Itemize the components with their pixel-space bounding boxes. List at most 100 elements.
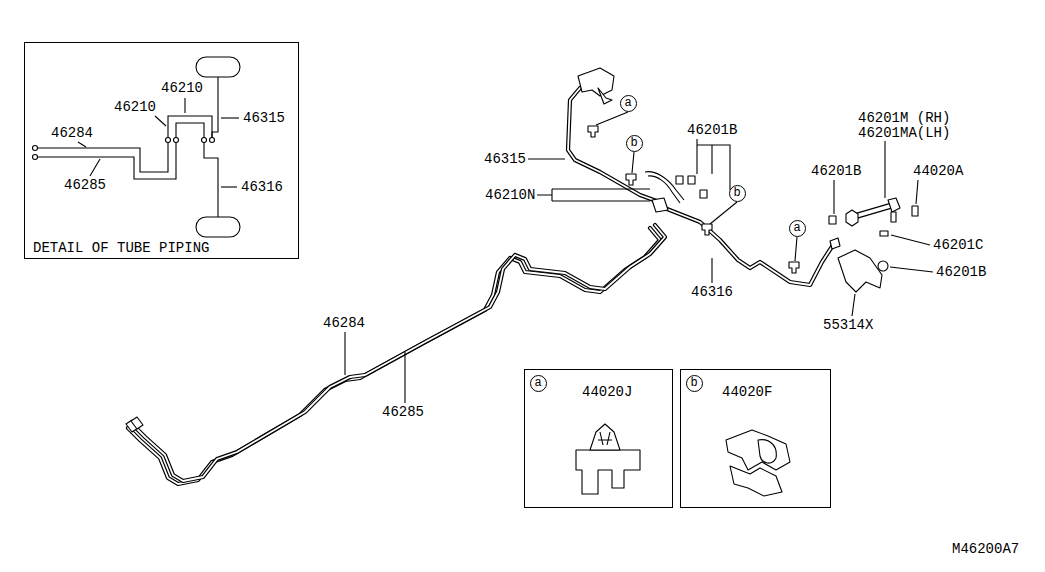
tube-outline: [128, 228, 660, 484]
part-number: 46201B: [810, 164, 862, 178]
tube-46315: [568, 88, 662, 203]
tube-line: [168, 116, 212, 140]
part-number: 46316: [690, 285, 734, 299]
junction-block: [652, 198, 668, 212]
leader-line: [221, 117, 239, 118]
main-tubes: [126, 68, 840, 484]
bracket-symbol: [578, 68, 614, 96]
leader-line: [221, 186, 237, 187]
clip-44020j-drawing: [576, 424, 640, 494]
clip-symbol: [789, 262, 799, 273]
part-number: 44020A: [912, 164, 964, 178]
brake-hose: [856, 206, 890, 216]
bracket-symbol: [598, 88, 612, 104]
leader-line: [344, 332, 345, 375]
tube-46284: [128, 228, 660, 484]
part-number: 46210: [160, 81, 204, 95]
tube-line: [176, 123, 204, 140]
clip-body: [726, 430, 790, 470]
tube-line: [204, 140, 218, 217]
tube-outline: [568, 88, 662, 203]
clip-symbol: [588, 126, 598, 137]
connector-dot: [166, 138, 171, 143]
tube-outline: [133, 225, 665, 481]
leader-line: [78, 142, 86, 147]
connector-dot: [210, 138, 215, 143]
tube-core: [133, 225, 665, 481]
leader-line: [596, 112, 628, 125]
washer-symbol: [878, 261, 888, 271]
leader-line: [184, 98, 185, 113]
tube-nut: [131, 417, 143, 429]
part-number: 55314X: [822, 318, 874, 332]
tube-end: [33, 155, 38, 160]
tube-core: [662, 207, 833, 285]
callout-circle: b: [686, 375, 703, 392]
clip-symbol: [688, 176, 695, 184]
part-number: 46315: [483, 152, 527, 166]
clip-symbol: [829, 216, 836, 224]
callout-circle: a: [620, 95, 637, 112]
callout-letter: a: [534, 377, 541, 390]
tube-46316: [662, 207, 833, 285]
callout-letter: b: [690, 377, 697, 390]
clip-loop: [758, 440, 776, 463]
callout-circle: b: [626, 135, 643, 152]
leader-line: [795, 237, 797, 261]
tube-outline: [662, 207, 833, 285]
part-number: 46315: [242, 111, 286, 125]
bracket-55314x: [838, 250, 882, 292]
drawing-number: M46200A7: [951, 542, 1020, 556]
callout-letter: b: [733, 187, 740, 200]
connector-dot: [202, 138, 207, 143]
wheel-symbol: [196, 217, 240, 237]
tube-core: [128, 228, 660, 484]
part-number: 46201MA(LH): [857, 126, 951, 140]
clip-symbol: [676, 176, 683, 184]
detail-panel: 44020J a: [524, 369, 673, 508]
tube-line: [37, 140, 168, 172]
part-number: 44020F: [722, 385, 772, 399]
leader-line: [710, 202, 737, 224]
tube-core: [568, 88, 662, 203]
wheel-symbol: [196, 57, 240, 77]
hose-nut: [846, 210, 858, 226]
part-number: 46201B: [686, 123, 738, 137]
callout-letter: a: [793, 222, 800, 235]
bolt-symbol: [912, 206, 918, 216]
clip-body: [730, 466, 782, 496]
part-number: 46210: [113, 100, 157, 114]
detail-piping: [33, 57, 241, 237]
part-number: 46201B: [935, 265, 987, 279]
detail-panel: DETAIL OF TUBE PIPING: [24, 42, 299, 259]
connector-dot: [174, 138, 179, 143]
part-number: 46201M (RH): [857, 111, 951, 125]
leader-bracket: [697, 139, 730, 190]
tube-end: [33, 146, 38, 151]
leader-line: [711, 258, 712, 283]
clip-symbol: [626, 174, 636, 185]
callout-letter: a: [624, 97, 631, 110]
leader-line: [852, 294, 855, 316]
callout-circle: a: [789, 220, 806, 237]
clip-symbol: [702, 224, 712, 235]
leader-line: [528, 158, 565, 159]
callout-circle: b: [729, 185, 746, 202]
callout-circle: a: [530, 375, 547, 392]
leader-line: [891, 235, 930, 245]
hose-assembly: [838, 198, 918, 292]
leader-line: [404, 352, 405, 403]
leader-line: [632, 152, 634, 173]
pin-symbol: [880, 231, 888, 236]
panel-title: DETAIL OF TUBE PIPING: [33, 241, 209, 255]
hose-fitting: [888, 198, 900, 212]
part-number: 44020J: [582, 385, 632, 399]
leader-line: [90, 159, 100, 176]
banjo-bolt: [891, 212, 896, 222]
part-number: 46316: [240, 180, 284, 194]
leader-line: [890, 267, 933, 272]
clip-44020f-drawing: [726, 430, 790, 496]
leader-line: [833, 180, 834, 214]
